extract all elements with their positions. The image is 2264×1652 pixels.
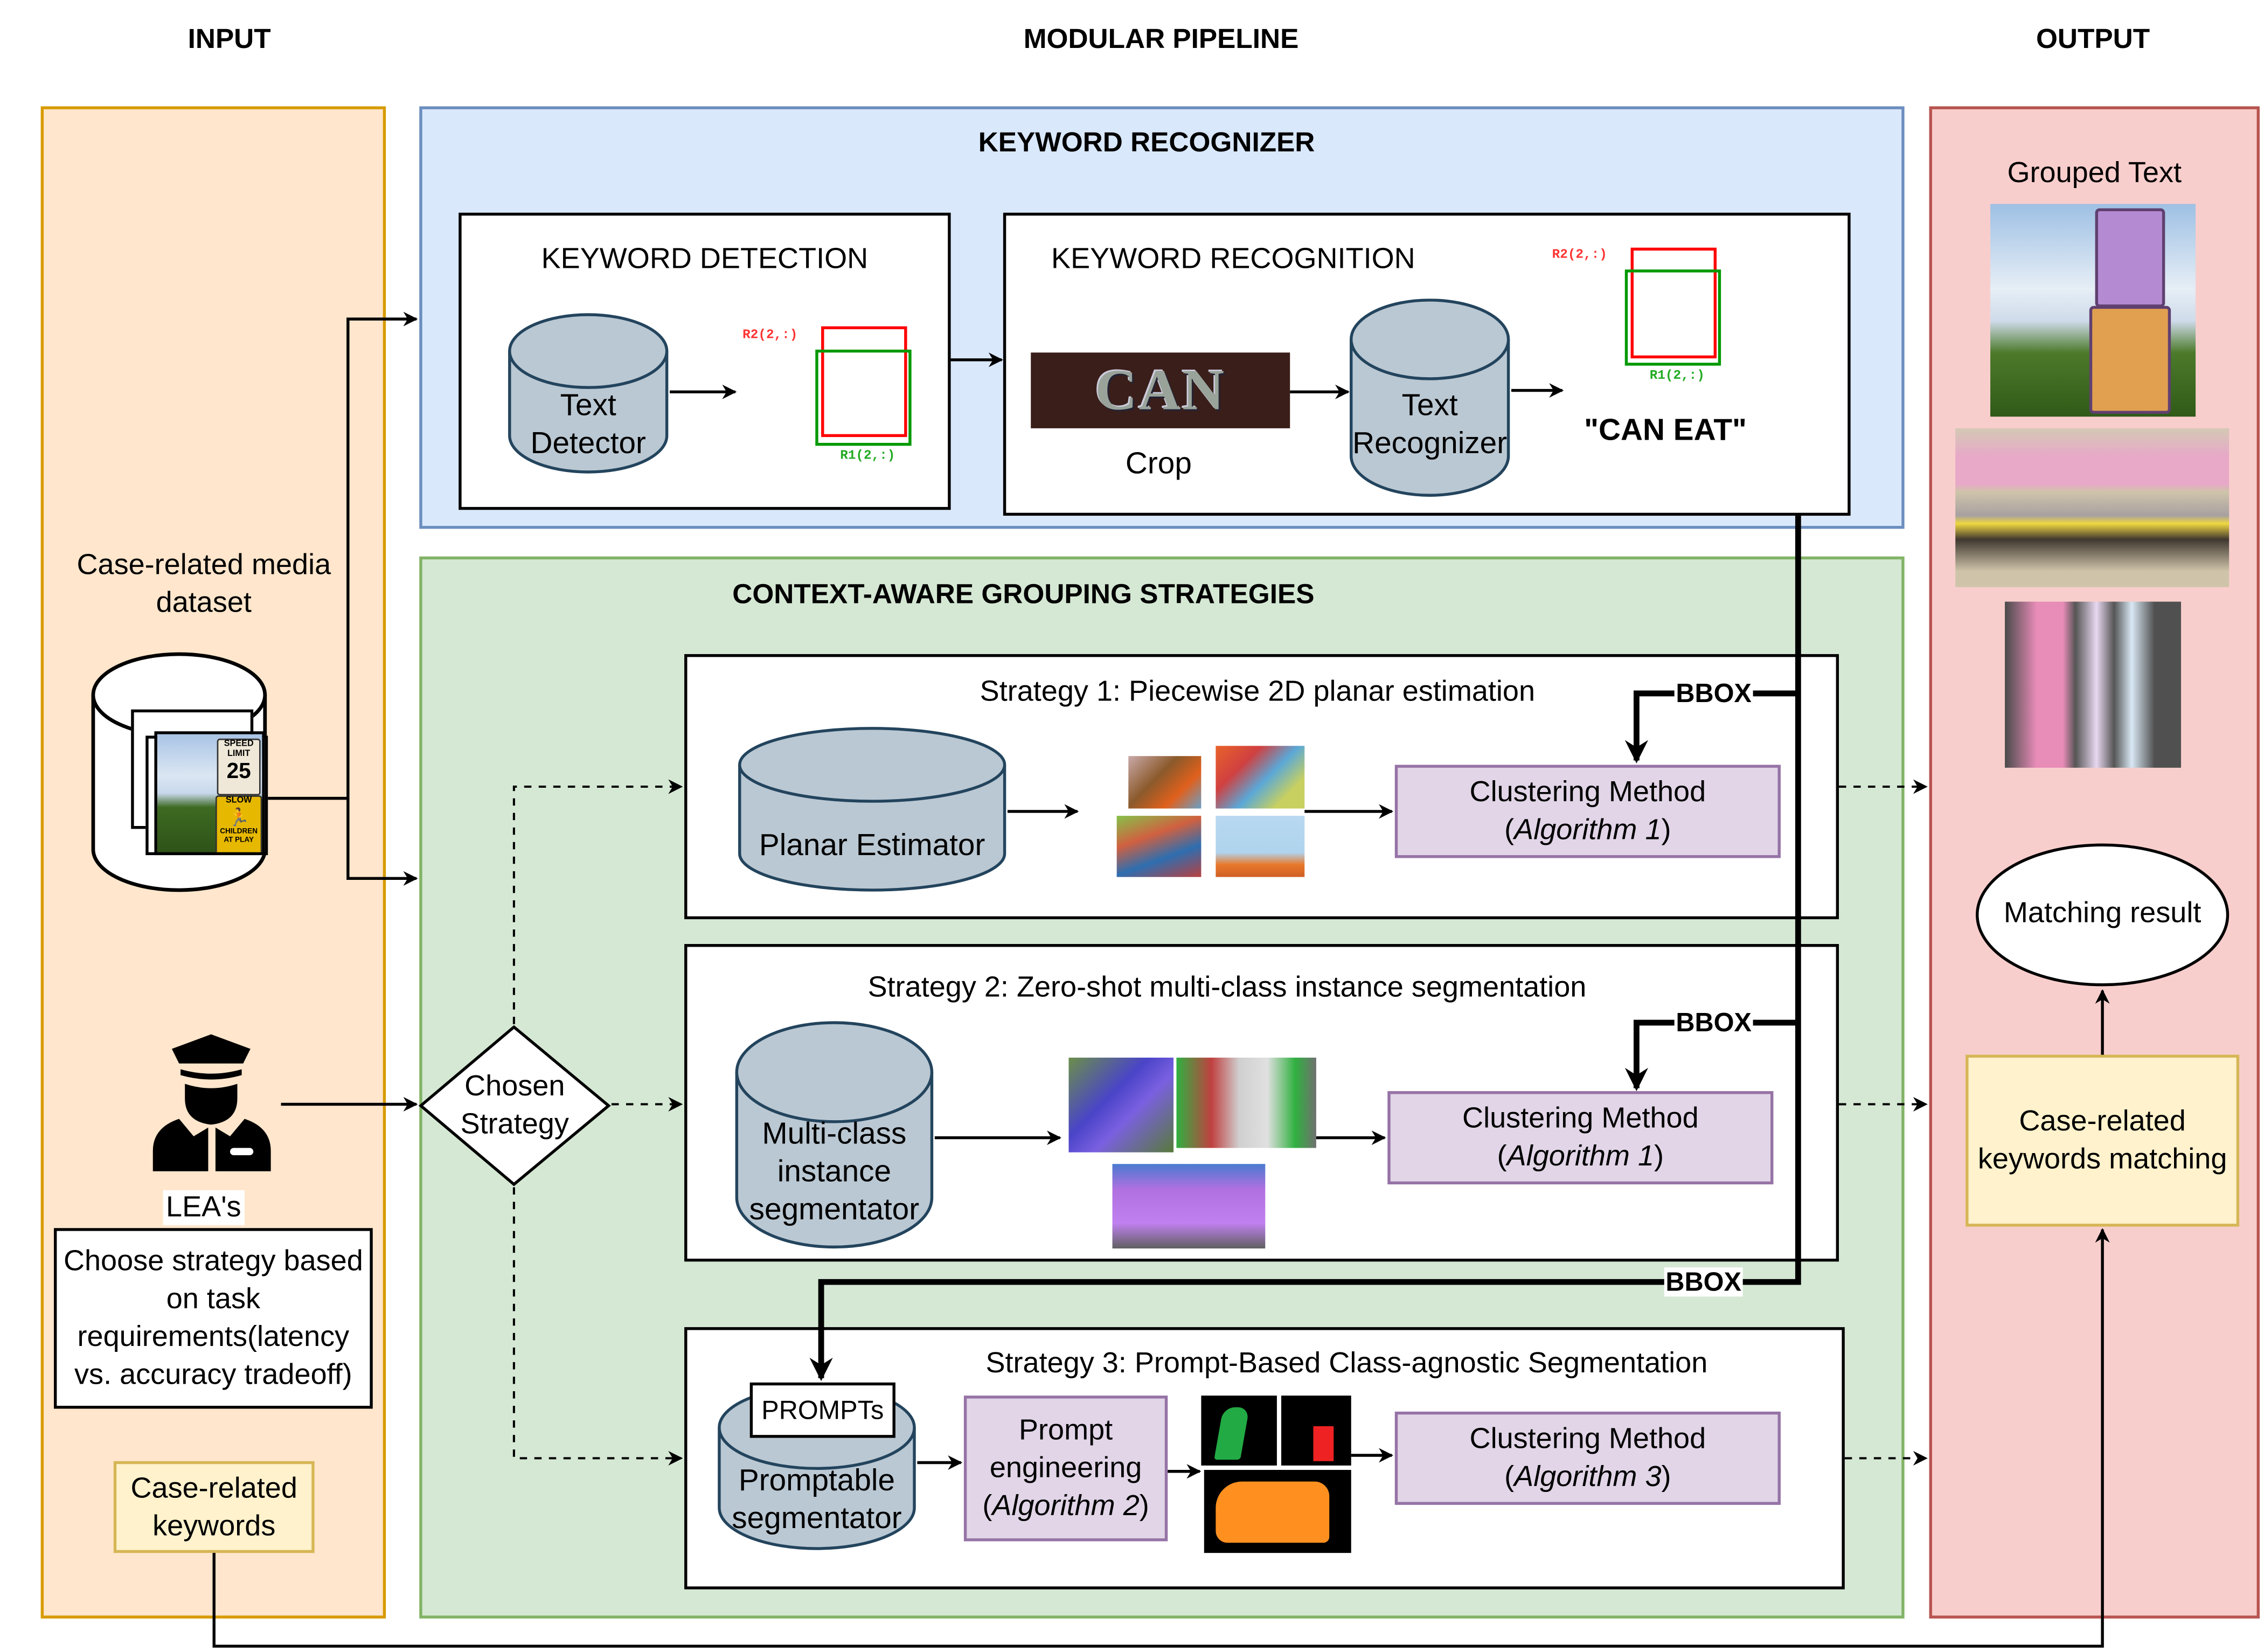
- instance-segmentator-label: Multi-class instance segmentator: [749, 1117, 920, 1227]
- police-officer-icon: [152, 1034, 271, 1171]
- dataset-label: Case-related media dataset: [77, 549, 331, 620]
- strategy-2-algorithm: (Algorithm 1): [1497, 1140, 1664, 1173]
- strategy-1-title: Strategy 1: Piecewise 2D planar estimati…: [980, 676, 1536, 708]
- segmentation-thumb-crowd: [1176, 1057, 1316, 1148]
- text-detector-cylinder: [508, 313, 669, 474]
- grouped-image-banners: [2005, 601, 2182, 768]
- planar-thumb-4: [1216, 816, 1305, 877]
- mask-thumb-van: [1204, 1470, 1351, 1553]
- running-child-icon: 🏃: [227, 807, 250, 828]
- recognition-result: "CAN EAT": [1584, 413, 1747, 448]
- strategy-2-clustering-box: Clustering Method (Algorithm 1): [1387, 1091, 1774, 1185]
- sign-text-slow: SLOW: [225, 796, 252, 806]
- bbox-r1-recognition: [1624, 269, 1721, 366]
- strategy-3-algorithm-name: Algorithm 3: [1514, 1461, 1662, 1494]
- bbox-label-3: BBOX: [1664, 1267, 1743, 1297]
- chosen-strategy-label: Chosen Strategy: [460, 1071, 569, 1141]
- text-detector-label: Text Detector: [530, 388, 646, 461]
- planar-estimator-cylinder: [738, 727, 1006, 892]
- grouped-image-storefront: [1955, 428, 2230, 587]
- keyword-detection-title: KEYWORD DETECTION: [541, 243, 869, 275]
- strategy-3-method: Clustering Method: [1469, 1423, 1706, 1455]
- case-keywords-label: Case-related keywords: [130, 1472, 297, 1542]
- promptable-segmentator-label: Promptable segmentator: [732, 1464, 902, 1536]
- crop-image-text: CAN EAT: [1095, 357, 1226, 423]
- matching-result-ellipse: [1976, 843, 2230, 987]
- chosen-strategy-diamond[interactable]: [418, 1024, 612, 1188]
- bbox-r2: [821, 326, 907, 438]
- bbox-label-1: BBOX: [1674, 678, 1753, 708]
- segmentation-thumb-van: [1112, 1164, 1266, 1249]
- prompt-engineering-label: Prompt engineering: [989, 1414, 1142, 1485]
- mask-thumb-object: [1281, 1396, 1351, 1466]
- strategy-2-method: Clustering Method: [1462, 1102, 1699, 1135]
- strategy-1-algorithm: (Algorithm 1): [1504, 814, 1671, 846]
- header-input: INPUT: [187, 24, 271, 55]
- prompt-engineering-box: Prompt engineering (Algorithm 2): [963, 1396, 1168, 1542]
- case-keywords-box: Case-related keywords: [113, 1461, 315, 1553]
- prompt-engineering-algorithm-name: Algorithm 2: [992, 1490, 1140, 1523]
- strategy-1-method: Clustering Method: [1469, 776, 1706, 809]
- sign-text-value: 25: [226, 759, 251, 784]
- header-output: OUTPUT: [2036, 24, 2150, 55]
- lea-label: LEA's: [163, 1190, 244, 1225]
- segmentation-thumb-cyclist: [1068, 1057, 1174, 1153]
- sign-text-speed: SPEED: [224, 740, 254, 749]
- bbox-r1: [815, 349, 912, 446]
- crop-label: Crop: [1125, 447, 1192, 481]
- planar-thumb-3: [1116, 816, 1202, 877]
- r2-label-recognition: R2(2,:): [1552, 247, 1607, 262]
- strategy-3-algorithm: (Algorithm 3): [1504, 1461, 1671, 1494]
- strategy-3-clustering-box: Clustering Method (Algorithm 3): [1394, 1411, 1781, 1505]
- keywords-matching-box: Case-related keywords matching: [1966, 1054, 2240, 1227]
- keyword-recognition-title: KEYWORD RECOGNITION: [1051, 243, 1415, 275]
- mask-thumb-person: [1201, 1396, 1277, 1466]
- keywords-matching-label: Case-related keywords matching: [1977, 1106, 2227, 1176]
- keyword-recognizer-title: KEYWORD RECOGNIZER: [978, 128, 1315, 159]
- slow-sign: SLOW 🏃 CHILDREN AT PLAY: [215, 795, 262, 852]
- strategy-2-algorithm-name: Algorithm 1: [1506, 1140, 1655, 1173]
- strategy-1-algorithm-name: Algorithm 1: [1514, 814, 1662, 846]
- strategy-2-title: Strategy 2: Zero-shot multi-class instan…: [867, 971, 1587, 1004]
- planar-thumb-1: [1128, 756, 1202, 809]
- sign-text-at-play: AT PLAY: [224, 836, 254, 845]
- grouped-text-label: Grouped Text: [2007, 157, 2182, 190]
- prompt-engineering-algorithm: (Algorithm 2): [982, 1490, 1149, 1523]
- header-pipeline: MODULAR PIPELINE: [1023, 24, 1299, 55]
- planar-estimator-label: Planar Estimator: [759, 829, 985, 863]
- strategy-3-title: Strategy 3: Prompt-Based Class-agnostic …: [985, 1347, 1708, 1380]
- text-recognizer-cylinder: [1350, 299, 1510, 497]
- strategy-1-clustering-box: Clustering Method (Algorithm 1): [1394, 765, 1781, 858]
- speed-limit-sign: SPEED LIMIT 25: [217, 738, 261, 796]
- crop-image: CAN EAT: [1031, 352, 1290, 428]
- planar-thumb-2: [1216, 746, 1305, 809]
- prompts-box: PROMPTs: [749, 1382, 895, 1438]
- r1-label-recognition: R1(2,:): [1649, 369, 1705, 384]
- grouping-title: CONTEXT-AWARE GROUPING STRATEGIES: [732, 580, 1315, 610]
- bbox-r2-recognition: [1630, 247, 1717, 359]
- bbox-label-2: BBOX: [1674, 1008, 1753, 1038]
- r2-label: R2(2,:): [742, 328, 798, 343]
- dataset-image-front: SPEED LIMIT 25 SLOW 🏃 CHILDREN AT PLAY: [154, 731, 265, 856]
- text-recognizer-label: Text Recognizer: [1352, 388, 1508, 461]
- matching-result-label: Matching result: [2003, 897, 2202, 929]
- sign-text-limit: LIMIT: [227, 750, 251, 759]
- sign-text-children: CHILDREN: [220, 827, 258, 836]
- grouped-image-signs: [1990, 204, 2196, 417]
- strategy-note: Choose strategy based on task requiremen…: [53, 1228, 373, 1409]
- r1-label: R1(2,:): [840, 448, 895, 463]
